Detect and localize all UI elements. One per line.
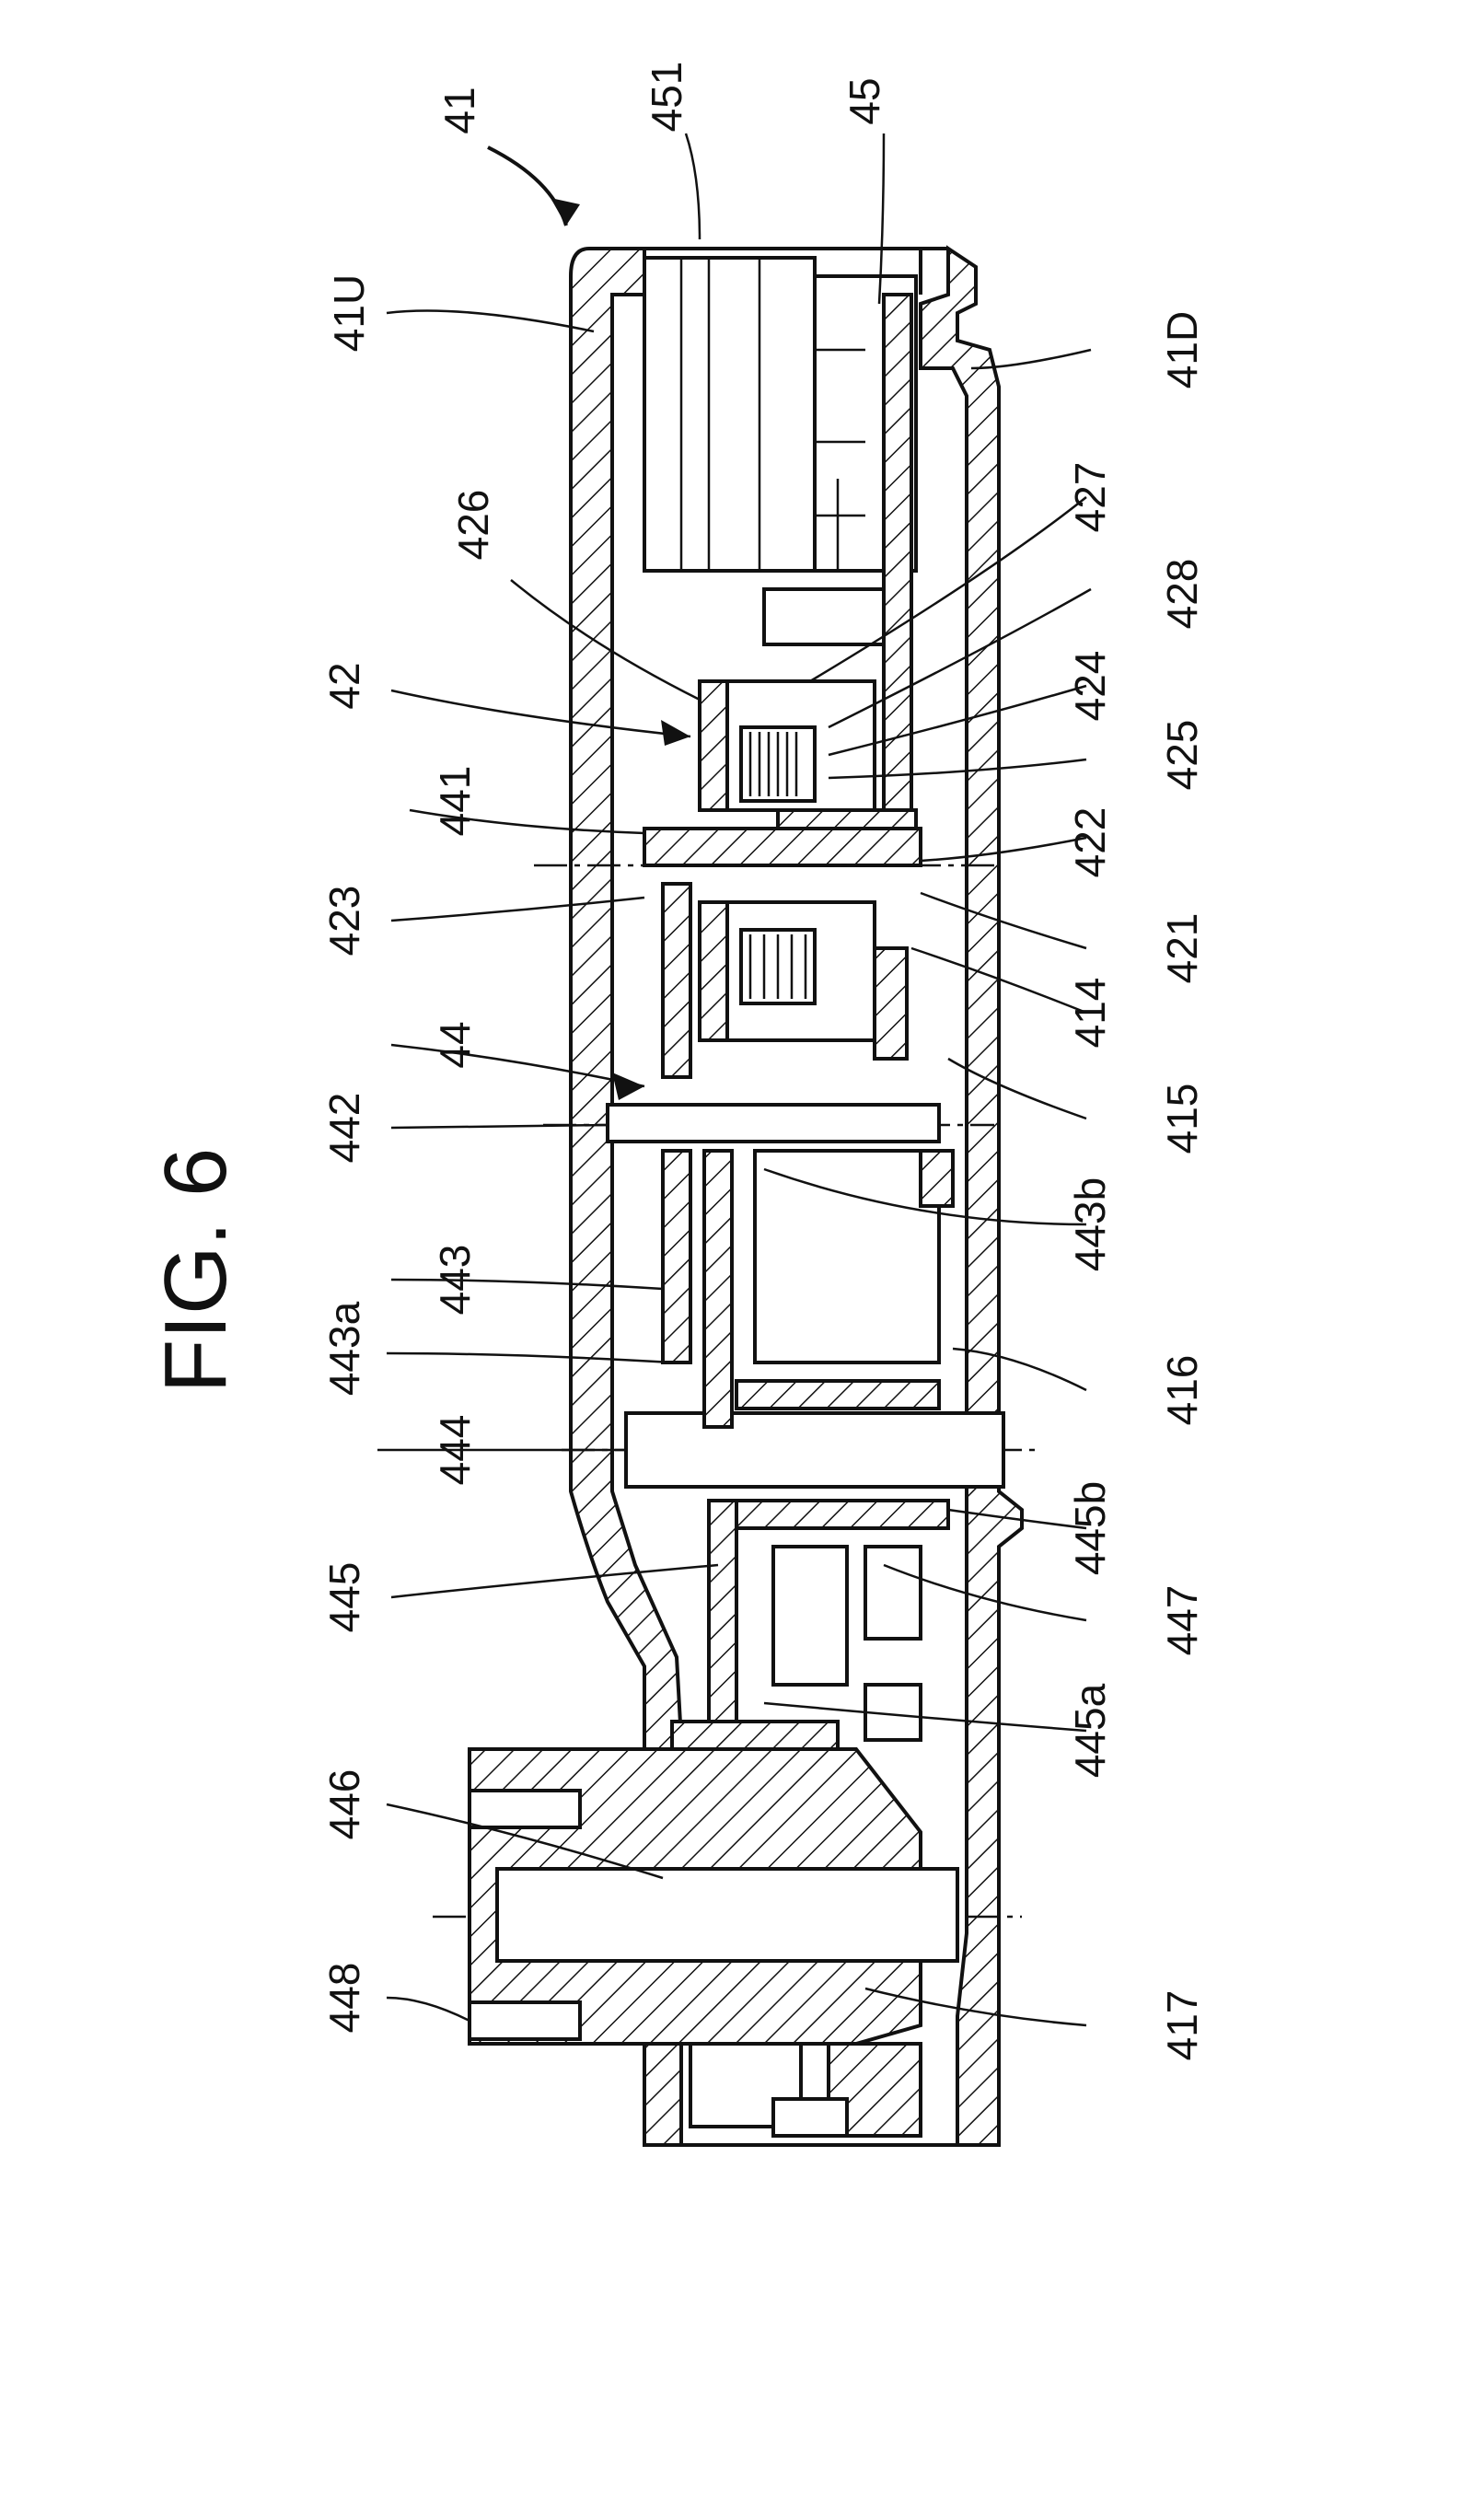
label-423: 423	[320, 886, 368, 957]
label-421: 421	[1158, 913, 1206, 984]
label-448: 448	[320, 1963, 368, 2034]
label-441: 441	[431, 766, 479, 837]
label-427: 427	[1066, 462, 1114, 533]
label-443b: 443b	[1066, 1177, 1114, 1271]
label-415: 415	[1158, 1084, 1206, 1154]
label-417: 417	[1158, 1990, 1206, 2061]
circuit-board-45	[884, 295, 911, 810]
label-428: 428	[1158, 559, 1206, 630]
label-426: 426	[449, 490, 497, 561]
label-446: 446	[320, 1769, 368, 1840]
label-42: 42	[320, 662, 368, 709]
figure-title: FIG. 6	[146, 1148, 245, 1394]
label-416: 416	[1158, 1355, 1206, 1426]
label-424: 424	[1066, 651, 1114, 722]
label-445a: 445a	[1066, 1683, 1114, 1778]
label-444: 444	[431, 1415, 479, 1486]
label-442: 442	[320, 1093, 368, 1164]
label-44: 44	[431, 1021, 479, 1068]
connector-451	[644, 258, 916, 571]
label-414: 414	[1066, 978, 1114, 1049]
label-443a: 443a	[320, 1301, 368, 1396]
shaft-444	[626, 1413, 1003, 1487]
label-447: 447	[1158, 1585, 1206, 1656]
label-41U: 41U	[325, 274, 373, 352]
gear-445	[672, 1501, 948, 1749]
label-445: 445	[320, 1562, 368, 1633]
label-445b: 445b	[1066, 1481, 1114, 1575]
label-45: 45	[841, 77, 888, 124]
label-425: 425	[1158, 720, 1206, 791]
label-443: 443	[431, 1245, 479, 1316]
clutch-42	[644, 681, 921, 1077]
label-41: 41	[435, 87, 483, 133]
label-422: 422	[1066, 807, 1114, 878]
gear-443	[663, 1151, 953, 1427]
label-41D: 41D	[1158, 311, 1206, 388]
label-451: 451	[643, 62, 690, 133]
shaft-442	[608, 1105, 939, 1142]
shaft-446	[497, 1869, 957, 1961]
